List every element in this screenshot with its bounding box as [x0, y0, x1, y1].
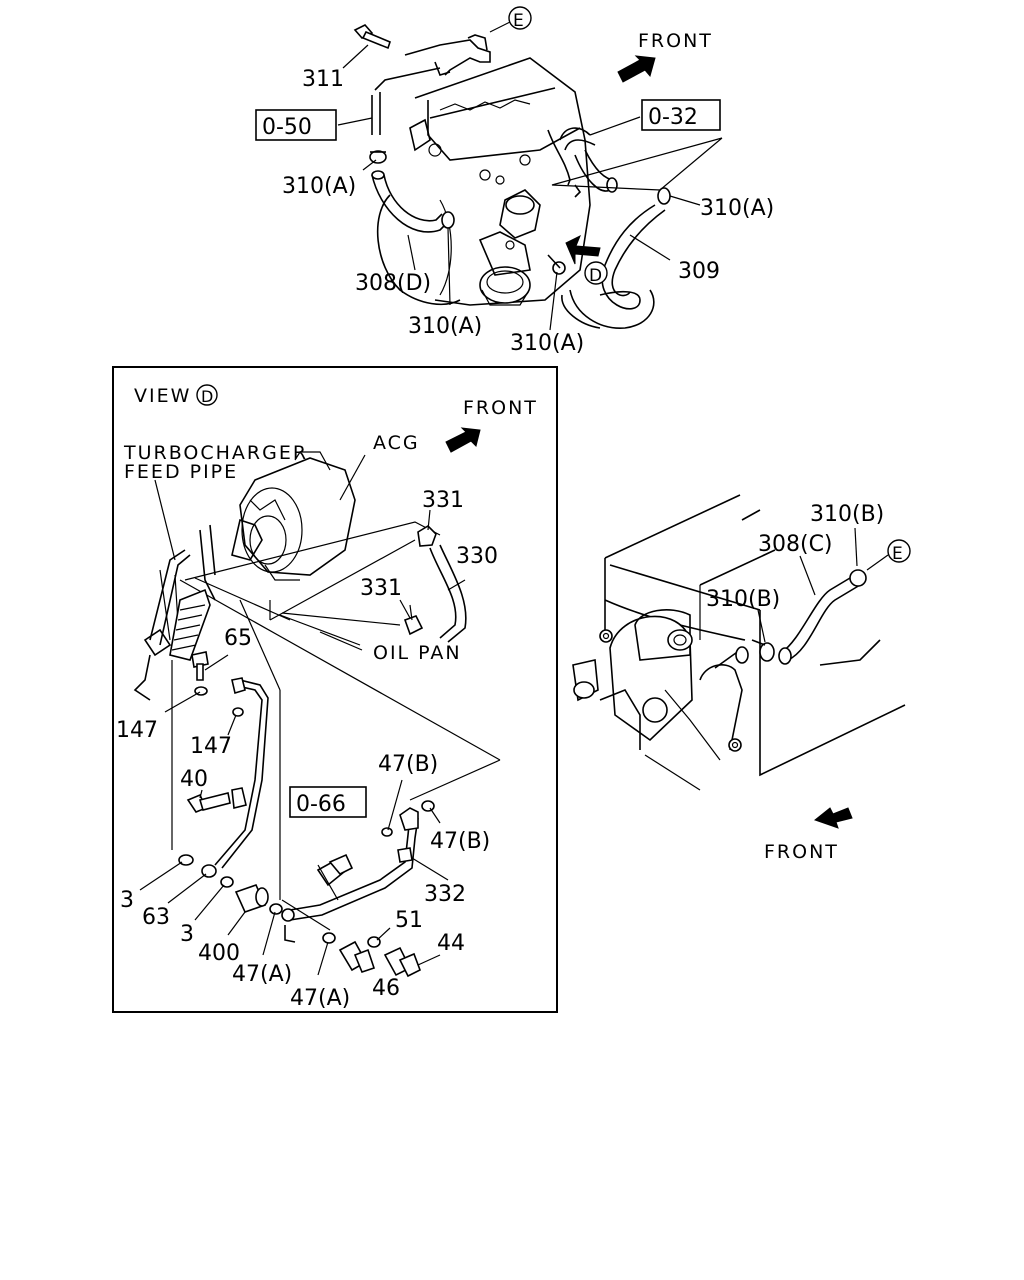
oil-pan-label: OIL PAN: [373, 642, 462, 664]
marker-e-circle: [887, 539, 911, 563]
view-d-frame: [112, 366, 558, 1013]
part-51-label: 51: [395, 908, 423, 933]
part-40-label: 40: [180, 767, 208, 792]
right-engine-diagram: E 310(B) 308(C) 310(B) FRONT: [572, 494, 911, 863]
part-63-label: 63: [142, 905, 170, 930]
marker-e-label: E: [892, 544, 903, 564]
view-d-title: VIEW: [134, 385, 191, 407]
part-308c-label: 308(C): [758, 532, 833, 557]
ref-0-66-label: 0-66: [296, 792, 346, 817]
part-331-label: 331: [422, 488, 464, 513]
view-d-front-arrow: [445, 427, 481, 453]
part-310a-label: 310(A): [282, 174, 356, 199]
top-engine-diagram: 0-50 0-32 FRONT 311 310(A) 310(A) 308(D)…: [255, 6, 774, 356]
view-d-marker: D: [201, 387, 213, 406]
view-d-marker-circle: [196, 384, 218, 406]
part-308d-label: 308(D): [355, 271, 431, 296]
ref-box-0-50: [255, 109, 337, 141]
part-310b-label: 310(B): [810, 502, 884, 527]
part-332-label: 332: [424, 882, 466, 907]
view-d-panel: VIEW D FRONT ACG TURBOCHARGER FEED PIPE …: [112, 366, 558, 1013]
part-147-label: 147: [190, 734, 232, 759]
marker-d-circle: [584, 261, 608, 285]
part-65-label: 65: [224, 626, 252, 651]
ref-box-0-32: [641, 99, 721, 131]
marker-d-label: D: [589, 266, 602, 286]
part-310a-label: 310(A): [700, 196, 774, 221]
part-46-label: 46: [372, 976, 400, 1001]
part-310a-label: 310(A): [408, 314, 482, 339]
part-47b-label: 47(B): [378, 752, 438, 777]
turbo-label-line1: TURBOCHARGER: [123, 442, 308, 464]
part-310a-label: 310(A): [510, 331, 584, 356]
acg-label: ACG: [373, 432, 420, 454]
part-47a-label: 47(A): [232, 962, 292, 987]
marker-e-circle: [508, 6, 532, 30]
part-47b-label: 47(B): [430, 829, 490, 854]
ref-0-50-label: 0-50: [262, 115, 312, 140]
part-44-label: 44: [437, 931, 465, 956]
turbo-label-line2: FEED PIPE: [124, 461, 238, 483]
marker-e-label: E: [513, 11, 524, 31]
part-47a-label: 47(A): [290, 986, 350, 1011]
part-309-label: 309: [678, 259, 720, 284]
front-label-top: FRONT: [638, 30, 713, 52]
part-147-label: 147: [116, 718, 158, 743]
part-331-label: 331: [360, 576, 402, 601]
ref-box-0-66: [289, 786, 367, 818]
front-arrow-right: [813, 807, 853, 829]
part-3-label: 3: [120, 888, 134, 913]
view-d-front-label: FRONT: [463, 397, 538, 419]
front-label-right: FRONT: [764, 841, 839, 863]
ref-0-32-label: 0-32: [648, 105, 698, 130]
part-310b-label: 310(B): [706, 587, 780, 612]
part-3-label: 3: [180, 922, 194, 947]
part-311-label: 311: [302, 67, 344, 92]
part-330-label: 330: [456, 544, 498, 569]
part-400-label: 400: [198, 941, 240, 966]
